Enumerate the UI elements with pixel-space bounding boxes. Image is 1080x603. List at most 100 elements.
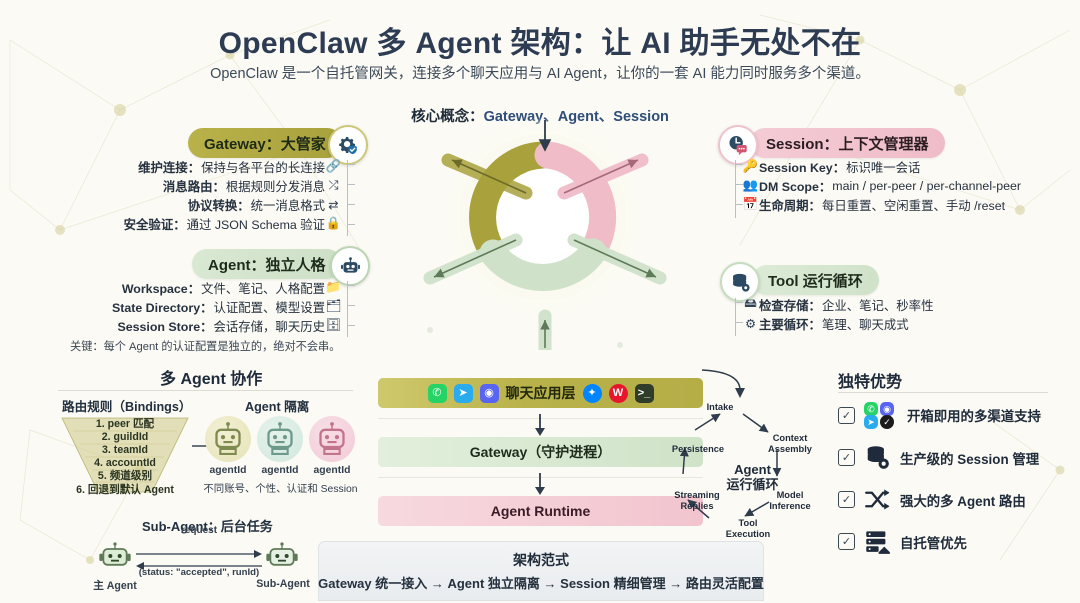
gateway-item-1: 消息路由： 根据规则分发消息 ⤮: [120, 176, 342, 195]
gateway-item-2: 协议转换： 统一消息格式 ⇄: [120, 195, 342, 214]
gateway-details: 维护连接： 保持与各平台的长连接 🔗 消息路由： 根据规则分发消息 ⤮ 协议转换…: [120, 157, 342, 233]
advantage-item-3-label: 自托管优先: [900, 535, 967, 551]
agent-item-1-text: 认证配置、模型设置: [213, 300, 325, 315]
loop-step-tool-execution: Tool Execution: [725, 518, 771, 539]
routing-rule-5: 6. 回退到默认 Agent: [76, 484, 174, 496]
sub-agent-request-label: request: [180, 525, 218, 536]
gateway-item-3: 安全验证： 通过 JSON Schema 验证 🔒: [120, 214, 342, 233]
gateway-layer[interactable]: Gateway（守护进程）: [378, 437, 703, 467]
tool-badge: [720, 262, 760, 302]
advantage-item-3: ✓ 自托管优先: [838, 528, 967, 555]
isolated-agent-0-label: agentId: [209, 465, 247, 476]
gateway-item-3-label: 安全验证：: [123, 217, 186, 232]
agent-item-1-label: State Directory：: [111, 300, 213, 315]
gateway-item-1-text: 根据规则分发消息: [225, 179, 325, 194]
gateway-item-2-label: 协议转换：: [187, 198, 250, 213]
discord-icon: ◉: [479, 383, 499, 403]
ring-segment-gateway: [469, 141, 556, 261]
isolation-caption: 不同账号、个性、认证和 Session: [203, 484, 358, 495]
tool-item-0: 🖴 检查存储： 企业、笔记、秒率性: [742, 295, 933, 314]
session-item-2-text: 每日重置、空闲重置、手动 /reset: [821, 198, 1006, 213]
sub-agent-response-label: (status: "accepted", runId): [138, 567, 260, 578]
multi-agent-rule: [58, 390, 353, 391]
page-subtitle: OpenClaw 是一个自托管网关，连接多个聊天应用与 AI Agent，让你的…: [210, 66, 870, 82]
routing-rule-0: 1. peer 匹配: [95, 418, 155, 430]
session-item-1-text: main / per-peer / per-channel-peer: [832, 178, 1022, 193]
tool-pill[interactable]: Tool 运行循环: [752, 265, 879, 295]
shuffle-icon: [865, 489, 890, 510]
agent-item-0: Workspace： 文件、笔记、人格配置 📁: [120, 278, 342, 297]
tool-pill-label: Tool 运行循环: [768, 272, 863, 290]
session-item-0-text: 标识唯一会话: [846, 160, 921, 175]
agent-runtime-layer[interactable]: Agent Runtime: [378, 496, 703, 526]
session-details: 🔑 Session Key： 标识唯一会话 👥 DM Scope： main /…: [742, 157, 1021, 214]
whatsapp-icon: ✆: [427, 383, 447, 403]
agent-pill-label: Agent：独立人格: [208, 256, 326, 274]
routing-rule-2: 3. teamId: [102, 443, 148, 456]
agent-item-0-text: 文件、笔记、人格配置: [201, 281, 325, 296]
main-agent-label: 主 Agent: [93, 580, 137, 592]
session-item-1-label: DM Scope：: [759, 179, 832, 194]
session-pill-label: Session：上下文管理器: [766, 135, 929, 153]
loop-step-context-assembly: Context Assembly: [768, 433, 812, 454]
routing-rule-1: 2. guildId: [101, 430, 149, 443]
check-icon: ✓: [838, 533, 855, 550]
advantages-title: 独特优势: [838, 374, 903, 391]
routing-rule-4: 5. 频道级别: [97, 470, 153, 482]
multi-agent-title: 多 Agent 协作: [160, 371, 263, 388]
agent-item-0-label: Workspace：: [121, 281, 201, 296]
agent-tick-rail: [347, 281, 355, 337]
database-gear-icon: [867, 446, 889, 469]
robot-icon: [340, 256, 360, 273]
session-item-2: 📅 生命周期： 每日重置、空闲重置、手动 /reset: [742, 195, 1021, 214]
routing-rules-heading: 路由规则（Bindings）: [62, 400, 192, 414]
ring-spokes: [423, 120, 667, 350]
session-item-2-label: 生命周期：: [759, 198, 821, 213]
agent-item-2-label: Session Store：: [117, 319, 213, 334]
gear-icon: ⚙: [744, 317, 757, 331]
advantage-item-1: ✓ 生产级的 Session 管理: [838, 444, 1039, 471]
agent-details: Workspace： 文件、笔记、人格配置 📁 State Directory：…: [112, 278, 342, 335]
advantage-item-1-label: 生产级的 Session 管理: [900, 451, 1040, 467]
multi-channel-icon: ✆ ◉ ➤ ✓: [864, 402, 898, 429]
advantages-rule: [838, 392, 1048, 393]
advantage-item-2: ✓ 强大的多 Agent 路由: [838, 486, 1026, 513]
chat-app-layer-label: 聊天应用层: [505, 385, 576, 401]
tool-item-1-text: 笔理、聊天成式: [821, 317, 909, 332]
agent-loop-center-line2: 运行循环: [726, 477, 779, 492]
isolation-heading: Agent 隔离: [245, 400, 310, 414]
stack-arrow-1: [535, 414, 545, 436]
tool-tick-rail: [735, 298, 743, 336]
page-title: OpenClaw 多 Agent 架构：让 AI 助手无处不在: [218, 27, 862, 60]
stack-to-loop-arrow: [701, 369, 745, 398]
sub-agent-label: Sub-Agent: [256, 578, 310, 590]
gateway-pill[interactable]: Gateway：大管家: [188, 128, 342, 158]
server-home-icon: [866, 531, 890, 554]
agent-badge: [330, 246, 370, 286]
isolated-agent-0: [205, 416, 251, 462]
agent-loop-center-line1: Agent: [734, 462, 771, 477]
paradigm-flow: Gateway 统一接入 → Agent 独立隔离 → Session 精细管理…: [318, 576, 764, 591]
session-tick-rail: [735, 160, 743, 218]
gateway-layer-label: Gateway（守护进程）: [469, 444, 612, 460]
session-item-1: 👥 DM Scope： main / per-peer / per-channe…: [742, 176, 1021, 195]
isolated-agent-1-label: agentId: [261, 465, 299, 476]
telegram-icon: ➤: [453, 383, 473, 403]
session-pill[interactable]: Session：上下文管理器: [750, 128, 945, 158]
robot-icon: [267, 422, 293, 456]
chat-app-layer[interactable]: ✆ ➤ ◉ 聊天应用层 ✦ W >_: [378, 378, 703, 408]
gateway-pill-label: Gateway：大管家: [204, 135, 326, 153]
sub-agent-arrows: [136, 550, 262, 570]
database-gear-icon: [732, 273, 750, 292]
loop-step-streaming-replies: Streaming Replies: [674, 490, 720, 511]
agent-item-1: State Directory： 认证配置、模型设置 🗂: [112, 297, 342, 316]
agent-pill[interactable]: Agent：独立人格: [192, 249, 342, 279]
folder-gear-icon: 🗂: [325, 299, 342, 313]
tool-details: 🖴 检查存储： 企业、笔记、秒率性 ⚙ 主要循环： 笔理、聊天成式: [742, 295, 933, 333]
stack-arrow-2: [535, 473, 545, 495]
sub-agent-avatar: [262, 537, 302, 582]
session-item-0-label: Session Key：: [759, 160, 846, 175]
robot-icon: [215, 422, 241, 456]
advantage-item-2-label: 强大的多 Agent 路由: [900, 493, 1026, 509]
terminal-icon: >_: [634, 383, 654, 403]
